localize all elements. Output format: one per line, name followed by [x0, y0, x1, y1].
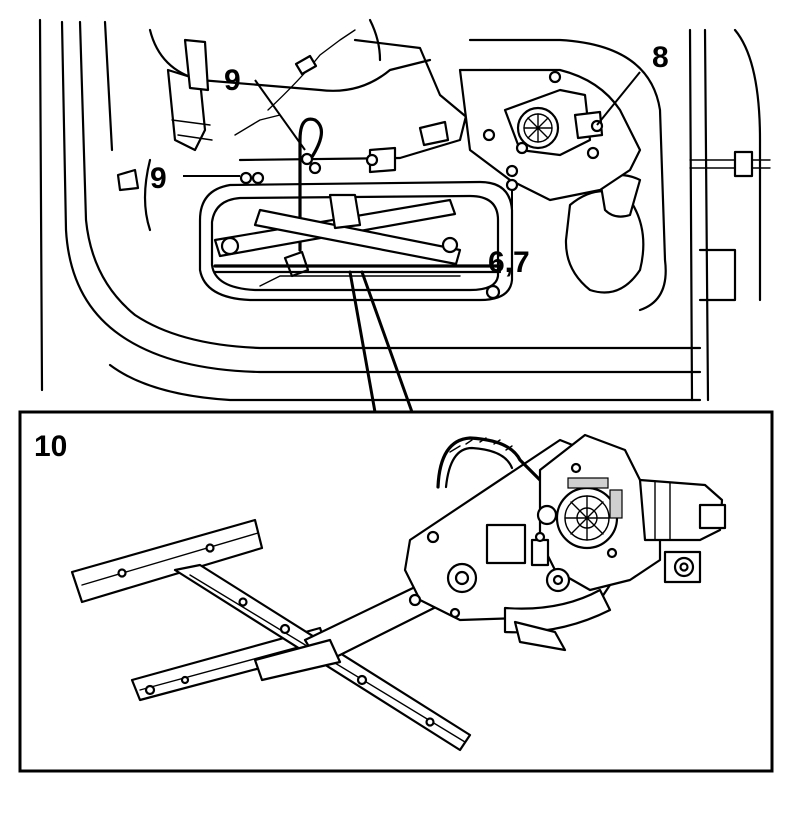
- detail-pointer: [348, 270, 414, 414]
- detail-inset-frame: [18, 410, 774, 773]
- motor-icon: [503, 88, 604, 157]
- window-regulator-assembly: [70, 433, 727, 752]
- callout-9-left: 9: [150, 162, 167, 195]
- bolt-icon: [239, 70, 604, 300]
- callout-8: 8: [652, 41, 669, 74]
- callout-9-top: 9: [224, 64, 241, 97]
- door-inner-panel: [38, 18, 771, 402]
- callout-leaders: [183, 71, 641, 245]
- callout-10: 10: [34, 430, 67, 463]
- callout-6-7: 6,7: [488, 246, 530, 279]
